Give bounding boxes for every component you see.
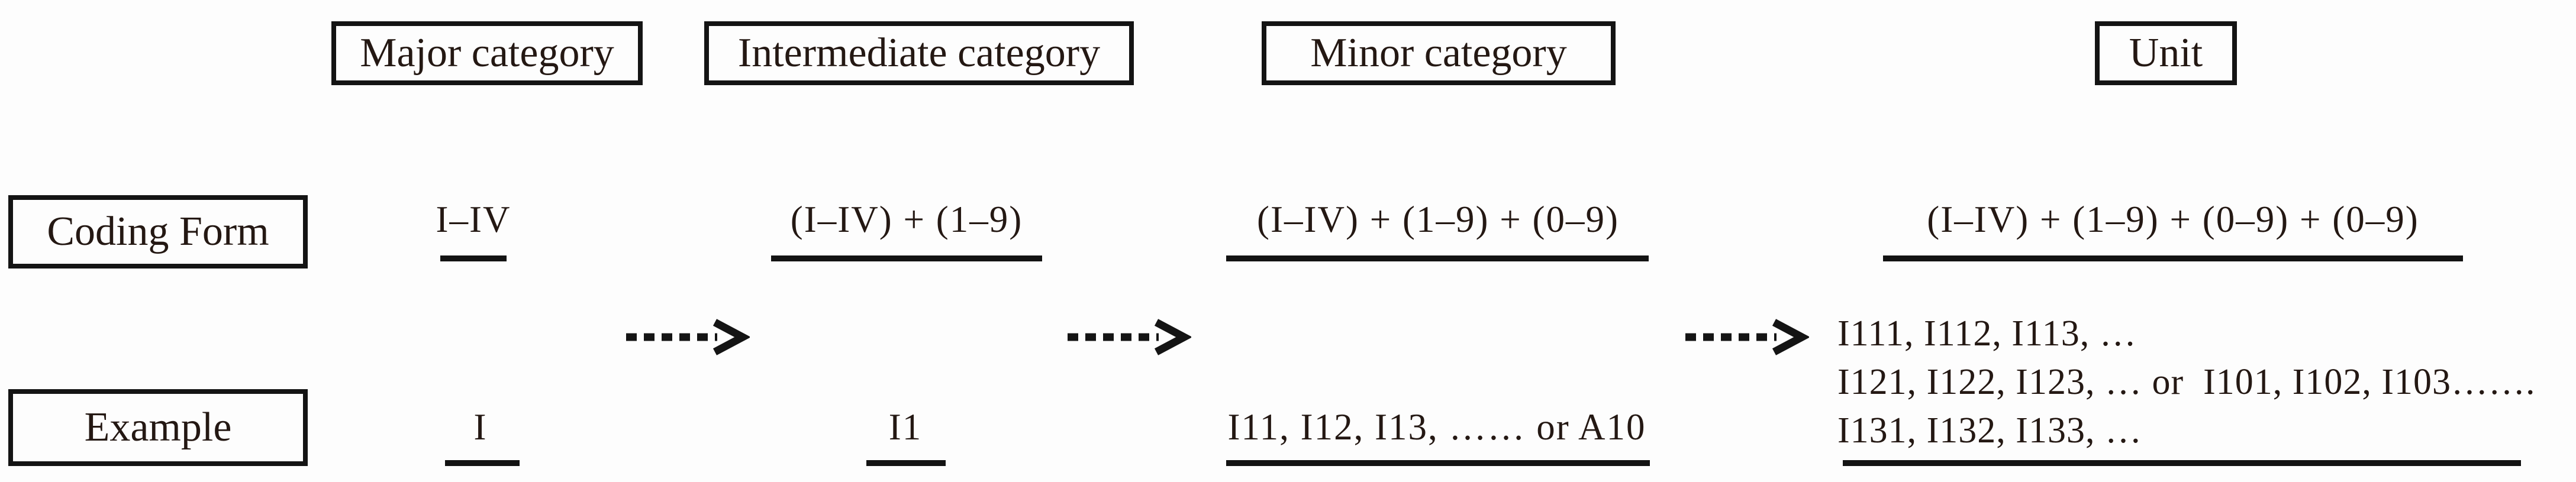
dashed-arrow-icon [1685,319,1809,355]
example-major: I [473,406,488,448]
coding-form-major-underline [440,255,507,261]
coding-form-intermediate-underline [771,255,1042,261]
example-unit-line-2: I121, I122, I123, … or I101, I102, I103…… [1837,362,2536,402]
minor-category-box: Minor category [1262,21,1616,85]
example-unit-line-3: I131, I132, I133, … [1837,410,2142,451]
dashed-arrow-icon [1068,319,1191,355]
coding-form-minor-underline [1226,255,1649,261]
coding-form-row-label: Coding Form [47,209,269,254]
coding-form-unit: (I–IV) + (1–9) + (0–9) + (0–9) [1927,199,2419,240]
coding-form-minor: (I–IV) + (1–9) + (0–9) [1257,199,1619,240]
example-row-label: Example [84,405,232,450]
intermediate-category-box: Intermediate category [704,21,1134,85]
example-minor-underline [1226,460,1650,466]
example-unit-list: I111, I112, I113, … I121, I122, I123, … … [1837,309,2536,455]
intermediate-category-label: Intermediate category [737,30,1101,76]
unit-box: Unit [2095,21,2237,85]
example-major-underline [445,460,520,466]
example-unit-underline [1843,460,2521,466]
unit-label: Unit [2129,30,2203,76]
example-row-box: Example [8,389,308,466]
dashed-arrow-icon [626,319,750,355]
coding-form-unit-underline [1883,255,2463,261]
example-minor: I11, I12, I13, …… or A10 [1227,406,1646,448]
major-category-box: Major category [331,21,643,85]
major-category-label: Major category [360,30,614,76]
minor-category-label: Minor category [1310,30,1567,76]
coding-form-row-box: Coding Form [8,195,308,269]
coding-form-major: I–IV [436,199,511,240]
example-intermediate: I1 [888,406,923,448]
example-unit-line-1: I111, I112, I113, … [1837,313,2137,354]
example-intermediate-underline [866,460,946,466]
coding-form-intermediate: (I–IV) + (1–9) [790,199,1023,240]
